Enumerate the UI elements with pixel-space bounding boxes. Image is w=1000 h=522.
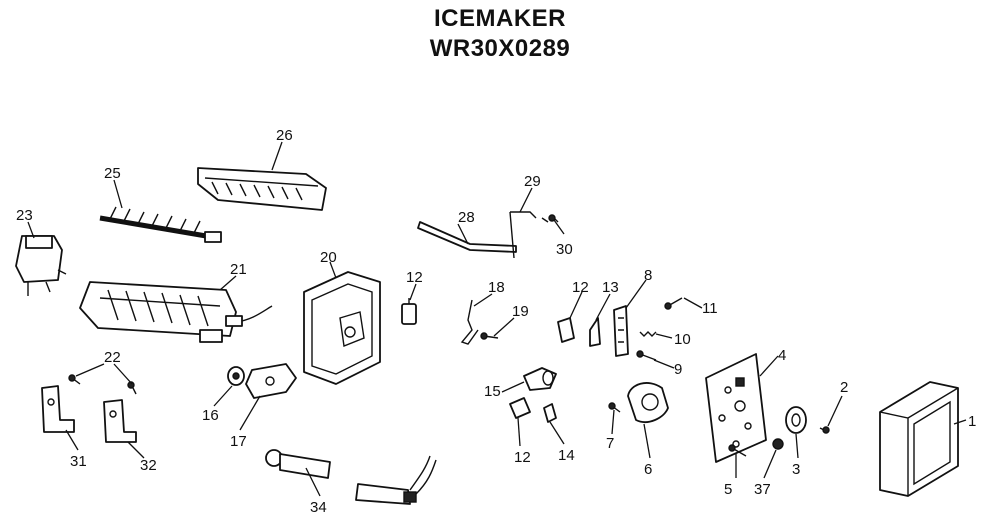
part-37-nut [772,438,784,450]
part-16-fitting [227,366,245,386]
part-number: WR30X0289 [429,35,571,62]
callout-label: 22 [104,349,121,366]
part-15-valve [523,367,557,391]
callout-label: 29 [524,173,541,190]
callout-labels: 1 2 3 4 5 6 7 8 9 10 11 12 12 12 13 14 1… [16,127,976,516]
callout-label: 37 [754,481,771,498]
part-4-mounting-plate [705,353,767,463]
callout-label: 21 [230,261,247,278]
callout-label: 20 [320,249,337,266]
part-31-bracket [41,385,75,433]
part-28-shutoff-arm [417,221,517,253]
part-1-front-cover [879,381,959,497]
callout-label: 31 [70,453,87,470]
part-14-clip [543,403,557,423]
callout-label: 8 [644,267,652,284]
part-8-bracket [613,305,629,357]
callout-label: 3 [792,461,800,478]
part-13-clip [589,317,601,347]
part-25-ejector-blade [99,206,222,243]
callout-label: 23 [16,207,33,224]
part-17-gasket [245,363,297,399]
callout-label: 16 [202,407,219,424]
part-20-housing [303,271,381,385]
part-30-spring [541,214,559,223]
part-18-arm [460,299,479,345]
part-9-screw [636,350,657,361]
callout-label: 26 [276,127,293,144]
callout-label: 5 [724,481,732,498]
callout-label: 30 [556,241,573,258]
part-7-screw [608,402,621,413]
callout-label: 10 [674,331,691,348]
callout-label: 18 [488,279,505,296]
diagram-title: ICEMAKER [433,5,566,32]
callout-label: 9 [674,361,682,378]
part-12-switch-b [557,317,575,343]
part-29-lever [509,211,537,259]
part-10-spring [639,331,657,337]
callout-label: 4 [778,347,786,364]
part-6-motor [627,382,669,423]
part-12-switch-a [401,298,417,325]
part-19-screw [480,332,499,340]
callout-label: 12 [572,279,589,296]
callout-label: 11 [702,300,718,317]
callout-label: 34 [310,499,327,516]
callout-label: 14 [558,447,575,464]
callout-label: 7 [606,435,614,452]
part-32-bracket [103,399,137,443]
callout-label: 1 [968,413,976,430]
part-22-screws [68,374,137,395]
callout-label: 12 [406,269,423,286]
callout-label: 25 [104,165,121,182]
part-11-screw [664,297,683,310]
callout-label: 19 [512,303,529,320]
callout-label: 13 [602,279,619,296]
callout-label: 32 [140,457,157,474]
part-5-screw [728,444,747,457]
callout-label: 12 [514,449,531,466]
callout-label: 28 [458,209,475,226]
part-23-cover [15,235,67,296]
leader-lines [27,141,967,497]
callout-label: 2 [840,379,848,396]
callout-label: 15 [484,383,501,400]
part-34-harness [265,449,437,505]
callout-label: 17 [230,433,247,450]
part-2-screw [819,426,830,434]
part-21-mold [79,281,273,343]
part-26-stripper [197,167,327,211]
callout-label: 6 [644,461,652,478]
part-12-switch-c [509,397,531,419]
part-3-gear [785,406,807,434]
